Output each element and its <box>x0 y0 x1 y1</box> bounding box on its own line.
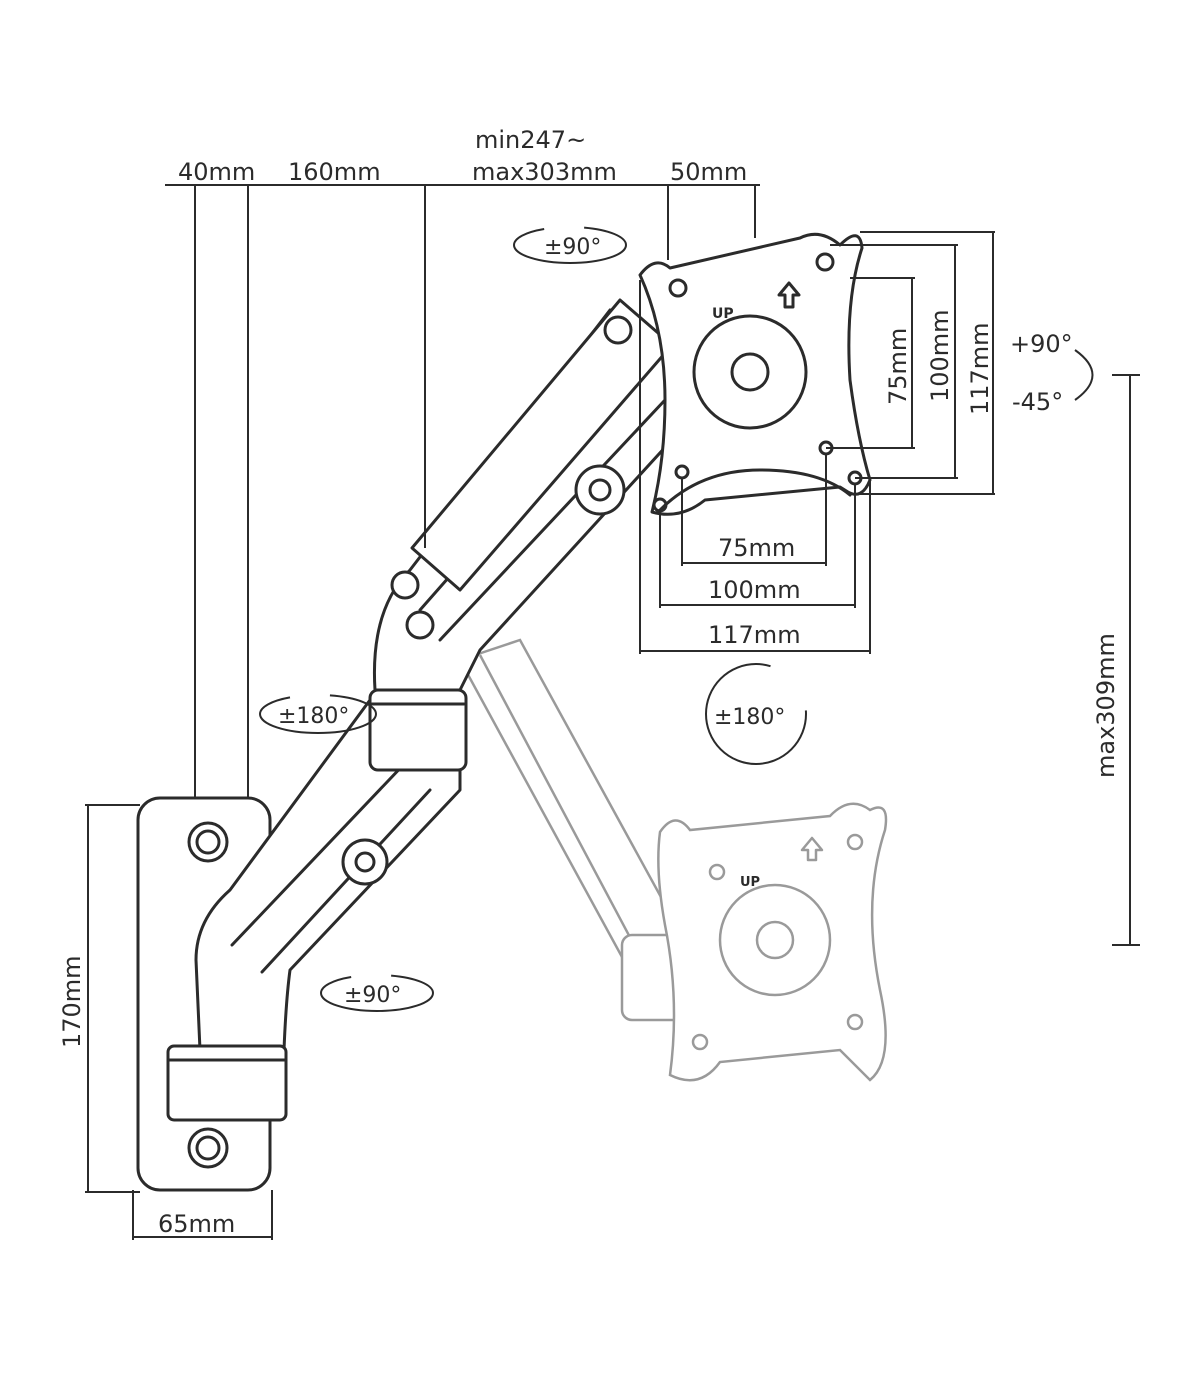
dim-second-arm-max: max303mm <box>472 158 617 186</box>
rotate-arrow-icon <box>513 226 627 264</box>
vesa-v-100: 100mm <box>926 309 954 402</box>
lower-arm-knob <box>341 838 389 886</box>
rot-swivel-mid: ±180° <box>278 704 349 729</box>
upper-arm <box>372 298 692 692</box>
upper-arm-knob <box>574 464 626 516</box>
dim-wall-to-pivot: 40mm <box>178 158 255 186</box>
ghost-up-label: UP <box>740 875 760 890</box>
rotation-arrows <box>259 226 1094 1012</box>
ghost-vesa-plate <box>657 802 888 1082</box>
rotate-arrow-icon <box>705 663 807 765</box>
rot-swivel-base: ±90° <box>344 983 401 1008</box>
elbow-screw <box>390 570 420 600</box>
tilt-down: -45° <box>1012 388 1063 416</box>
vesa-h-117: 117mm <box>708 621 801 649</box>
up-arrow-icon <box>777 281 801 309</box>
up-label: UP <box>712 306 734 322</box>
lower-arm <box>166 688 468 1122</box>
dim-plate-height: 170mm <box>58 955 86 1048</box>
dim-head-depth: 50mm <box>670 158 747 186</box>
dim-second-arm-min: min247~ <box>475 126 586 154</box>
mid-pivot-collar <box>368 688 468 772</box>
vesa-v-75: 75mm <box>884 328 912 405</box>
dim-first-arm: 160mm <box>288 158 381 186</box>
vesa-h-75: 75mm <box>718 534 795 562</box>
rot-swivel-head: ±90° <box>544 235 601 260</box>
rotate-arrow-icon <box>320 974 434 1012</box>
rotate-arrow-icon <box>259 694 377 734</box>
tilt-arrow-icon <box>1074 349 1094 401</box>
vesa-h-100: 100mm <box>708 576 801 604</box>
vesa-v-117: 117mm <box>966 322 994 415</box>
rot-monitor: ±180° <box>714 705 785 730</box>
vesa-plate: UP <box>638 232 872 516</box>
dim-max-height: max309mm <box>1092 633 1120 778</box>
base-pivot-collar <box>166 1044 288 1122</box>
labels: 40mm 160mm min247~ max303mm 50mm ±90° ±1… <box>58 126 1120 1238</box>
extension-lines <box>85 185 995 1240</box>
ghost-up-arrow-icon <box>800 836 824 862</box>
head-screw <box>603 315 633 345</box>
dimension-lines <box>87 184 1140 1238</box>
elbow-screw-2 <box>405 610 435 640</box>
ghost-arm-position: UP <box>458 638 888 1082</box>
dim-plate-width: 65mm <box>158 1210 235 1238</box>
tilt-up: +90° <box>1010 330 1073 358</box>
